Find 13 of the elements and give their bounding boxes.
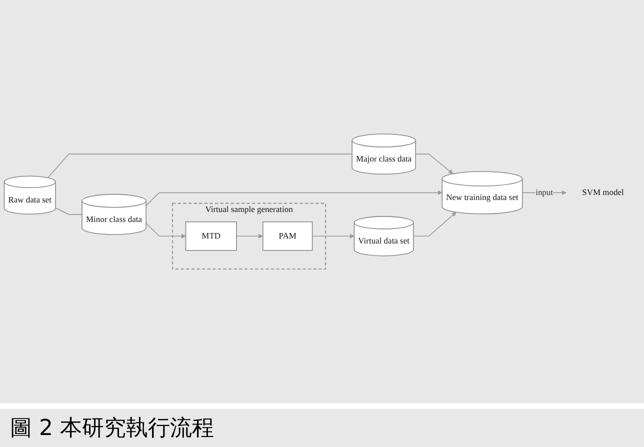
- arrow: [413, 212, 456, 237]
- edge-label: input: [536, 188, 554, 197]
- arrow: [146, 190, 442, 206]
- arrow: [415, 154, 454, 174]
- node-text: SVM model: [582, 188, 624, 197]
- figure-caption: 圖 2 本研究執行流程: [0, 409, 644, 447]
- node-box: PAM: [262, 221, 313, 251]
- arrow: [146, 222, 186, 238]
- arrow: [312, 234, 354, 238]
- node-box: MTD: [185, 221, 237, 251]
- arrow: [236, 234, 264, 238]
- connector: [48, 154, 352, 178]
- connector: [55, 207, 82, 215]
